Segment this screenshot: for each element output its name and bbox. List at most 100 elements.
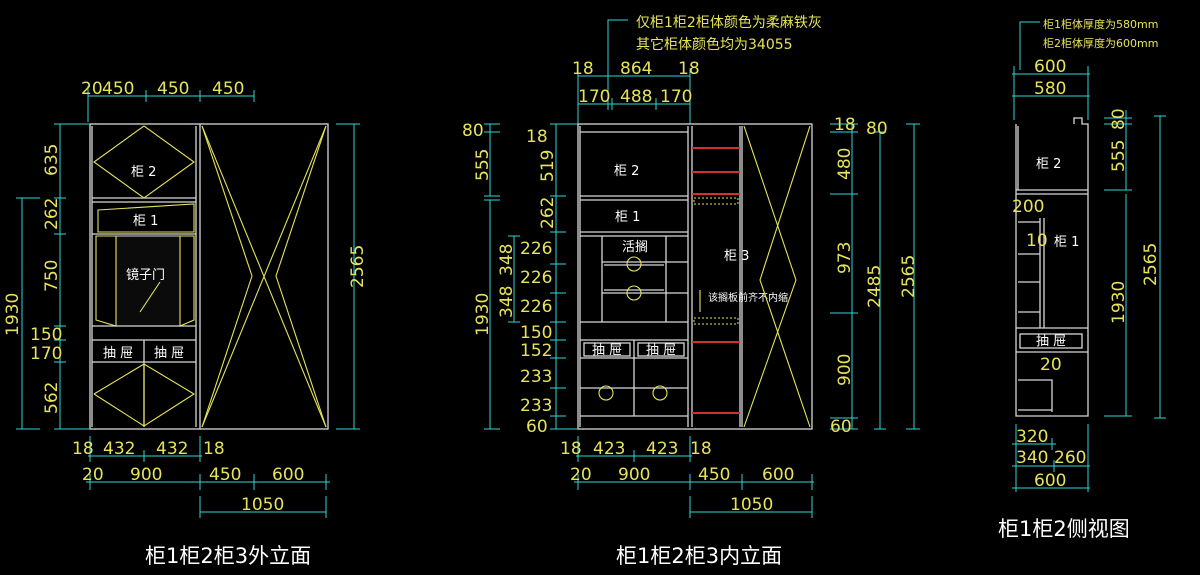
label-cabinet1-ext: 柜 1 — [133, 214, 158, 229]
dim-int-900: 900 — [835, 354, 855, 386]
dim-int-1930: 1930 — [473, 293, 493, 336]
side-view: 600 580 柜 2 10 柜 1 抽 屉 20 200 80 555 — [998, 57, 1166, 541]
dim-int-2565: 2565 — [899, 255, 919, 298]
dim-bottom-432a: 432 — [103, 439, 135, 459]
label-cabinet1-side: 柜 1 — [1054, 235, 1079, 250]
dim-bottom-1050: 1050 — [241, 495, 284, 515]
dim-bottom-450: 450 — [209, 465, 241, 485]
dim-int-bottom-1050: 1050 — [730, 495, 773, 515]
dim-side-200: 200 — [1012, 197, 1044, 217]
dim-170: 170 — [30, 344, 62, 364]
label-drawer-b-ext: 抽 屉 — [154, 346, 184, 361]
caption-interior: 柜1柜2柜3内立面 — [616, 544, 782, 568]
side-outline — [1015, 117, 1089, 417]
dim-top-20: 20 — [81, 79, 103, 99]
exterior-cabinet-outline — [89, 123, 329, 430]
dim-int-233b: 233 — [520, 396, 552, 416]
note-thickness-line1: 柜1柜体厚度为580mm — [1043, 17, 1158, 31]
dim-int-bottom-20: 20 — [570, 465, 592, 485]
dim-262: 262 — [42, 198, 62, 230]
label-mirror-door: 镜子门 — [126, 268, 165, 283]
dim-int-60-right: 60 — [830, 417, 852, 437]
dim-int-2485: 2485 — [865, 265, 885, 308]
note-color-line2: 其它柜体颜色均为34055 — [636, 36, 793, 53]
dim-int-226a: 226 — [520, 239, 552, 259]
label-drawer-a-int: 抽 屉 — [592, 343, 622, 358]
dim-side-600-bottom: 600 — [1034, 471, 1066, 491]
dim-int-233a: 233 — [520, 367, 552, 387]
caption-exterior: 柜1柜2柜3外立面 — [145, 544, 311, 568]
dim-top-450b: 450 — [157, 79, 189, 99]
dim-bottom-20: 20 — [82, 465, 104, 485]
label-drawer-side: 抽 屉 — [1036, 334, 1066, 349]
dim-562: 562 — [42, 382, 62, 414]
dim-int-226b: 226 — [520, 268, 552, 288]
note-shelf-flush: 该搁板前齐不内缩 — [708, 291, 788, 304]
dim-bottom-600: 600 — [272, 465, 304, 485]
dim-int-80: 80 — [462, 121, 484, 141]
label-cabinet2-ext: 柜 2 — [131, 165, 156, 180]
dim-bottom-18a: 18 — [72, 439, 94, 459]
dim-bottom-432b: 432 — [156, 439, 188, 459]
dim-2565-ext: 2565 — [348, 245, 368, 288]
dim-int-bottom-900: 900 — [618, 465, 650, 485]
dim-side-10: 10 — [1026, 231, 1048, 251]
dim-side-2565: 2565 — [1141, 243, 1161, 286]
dim-int-152: 152 — [520, 341, 552, 361]
dim-side-1930: 1930 — [1109, 281, 1129, 324]
label-shelf: 活搁 — [622, 240, 648, 255]
dim-int-top-864: 864 — [620, 59, 652, 79]
dim-bottom-900: 900 — [130, 465, 162, 485]
dim-int-top-488: 488 — [620, 87, 652, 107]
top-note: 仅柜1柜2柜体颜色为柔麻铁灰 其它柜体颜色均为34055 — [607, 14, 822, 110]
dim-int-150: 150 — [520, 323, 552, 343]
dim-int-226c: 226 — [520, 297, 552, 317]
interior-cabinet-outline — [577, 123, 813, 430]
dim-bottom-18b: 18 — [203, 439, 225, 459]
dim-int-top-170b: 170 — [660, 87, 692, 107]
dim-150: 150 — [30, 325, 62, 345]
exterior-elevation: 20 450 450 450 柜 2 柜 1 镜子门 抽 屉 抽 屉 — [3, 79, 368, 568]
side-drawer — [1019, 333, 1083, 349]
dim-side-320: 320 — [1016, 427, 1048, 447]
dim-side-20: 20 — [1040, 355, 1062, 375]
dim-side-580-top: 580 — [1034, 79, 1066, 99]
dim-side-340: 340 — [1016, 448, 1048, 468]
dim-int-18-left: 18 — [526, 127, 548, 147]
label-cabinet2-side: 柜 2 — [1036, 157, 1061, 172]
dim-750: 750 — [42, 260, 62, 292]
dim-top-450c: 450 — [212, 79, 244, 99]
dim-int-973: 973 — [835, 242, 855, 274]
dim-int-bottom-18a: 18 — [560, 439, 582, 459]
dim-int-18-right: 18 — [834, 115, 856, 135]
label-cabinet2-int: 柜 2 — [614, 164, 639, 179]
dim-int-555: 555 — [473, 149, 493, 181]
label-drawer-b-int: 抽 屉 — [646, 343, 676, 358]
caption-side: 柜1柜2侧视图 — [998, 517, 1130, 541]
ext-left-dims: 635 262 750 150 170 562 — [30, 144, 62, 414]
dim-int-480: 480 — [835, 148, 855, 180]
dim-635: 635 — [42, 144, 62, 176]
dim-int-262: 262 — [538, 197, 558, 229]
dim-top-450a: 450 — [102, 79, 134, 99]
label-cabinet3-int: 柜 3 — [724, 249, 749, 264]
dim-side-555: 555 — [1109, 140, 1129, 172]
dim-side-600-top: 600 — [1034, 57, 1066, 77]
dim-int-bottom-450: 450 — [698, 465, 730, 485]
dim-int-348b: 348 — [497, 286, 517, 318]
dim-int-80-right: 80 — [866, 119, 888, 139]
dim-int-bottom-423a: 423 — [593, 439, 625, 459]
label-cabinet1-int: 柜 1 — [615, 210, 640, 225]
dim-int-bottom-600: 600 — [762, 465, 794, 485]
note-color-line1: 仅柜1柜2柜体颜色为柔麻铁灰 — [636, 14, 822, 31]
dim-side-80: 80 — [1109, 108, 1129, 130]
side-note: 柜1柜体厚度为580mm 柜2柜体厚度为600mm — [1019, 17, 1158, 70]
dim-int-top-18b: 18 — [678, 59, 700, 79]
dim-int-top-170a: 170 — [578, 87, 610, 107]
dim-int-60-left: 60 — [526, 417, 548, 437]
dim-int-519: 519 — [538, 150, 558, 182]
dim-int-bottom-18b: 18 — [690, 439, 712, 459]
label-drawer-a-ext: 抽 屉 — [103, 346, 133, 361]
dim-side-260: 260 — [1054, 448, 1086, 468]
